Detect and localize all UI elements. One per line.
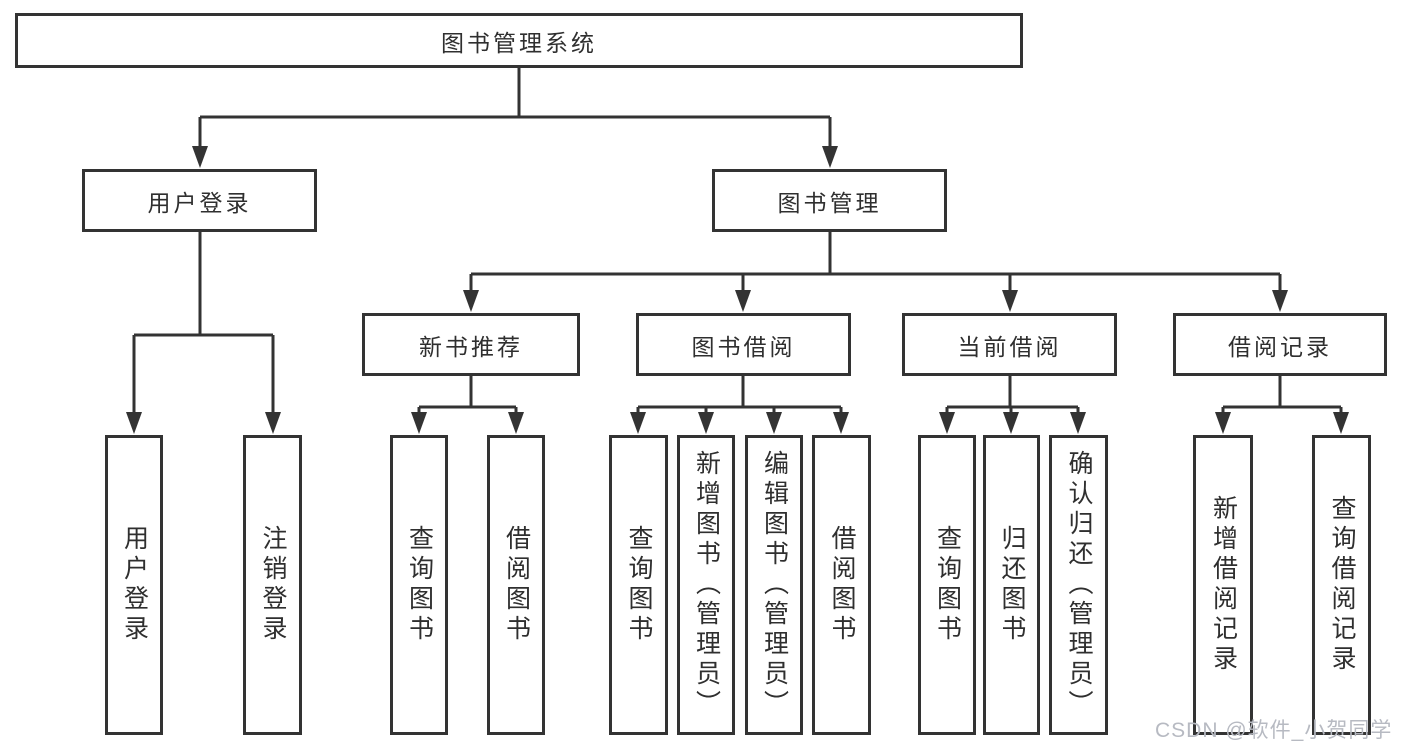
- leaf-logout-login: 注销登录: [243, 435, 302, 735]
- leaf-borrow-add-admin: 新增图书（管理员）: [677, 435, 735, 735]
- arrowheads: [126, 146, 1349, 434]
- leaf-borrow-edit-admin: 编辑图书（管理员）: [745, 435, 803, 735]
- leaf-records-query: 查询借阅记录: [1312, 435, 1371, 735]
- leaf-user-login: 用户登录: [105, 435, 163, 735]
- watermark: CSDN @软件_小贺同学: [1155, 719, 1393, 742]
- leaf-current-query: 查询图书: [918, 435, 976, 735]
- node-borrow-records: 借阅记录: [1173, 313, 1387, 376]
- node-book-borrow: 图书借阅: [636, 313, 851, 376]
- leaf-current-confirm-admin: 确认归还（管理员）: [1049, 435, 1108, 735]
- leaf-borrow-borrow: 借阅图书: [812, 435, 871, 735]
- node-current-borrow: 当前借阅: [902, 313, 1117, 376]
- leaf-newbooks-borrow: 借阅图书: [487, 435, 545, 735]
- node-user-login: 用户登录: [82, 169, 317, 232]
- leaf-newbooks-query: 查询图书: [390, 435, 448, 735]
- leaf-current-return: 归还图书: [983, 435, 1040, 735]
- node-book-management: 图书管理: [712, 169, 947, 232]
- leaf-records-add: 新增借阅记录: [1193, 435, 1253, 735]
- node-root: 图书管理系统: [15, 13, 1023, 68]
- leaf-borrow-query: 查询图书: [609, 435, 668, 735]
- node-new-books: 新书推荐: [362, 313, 580, 376]
